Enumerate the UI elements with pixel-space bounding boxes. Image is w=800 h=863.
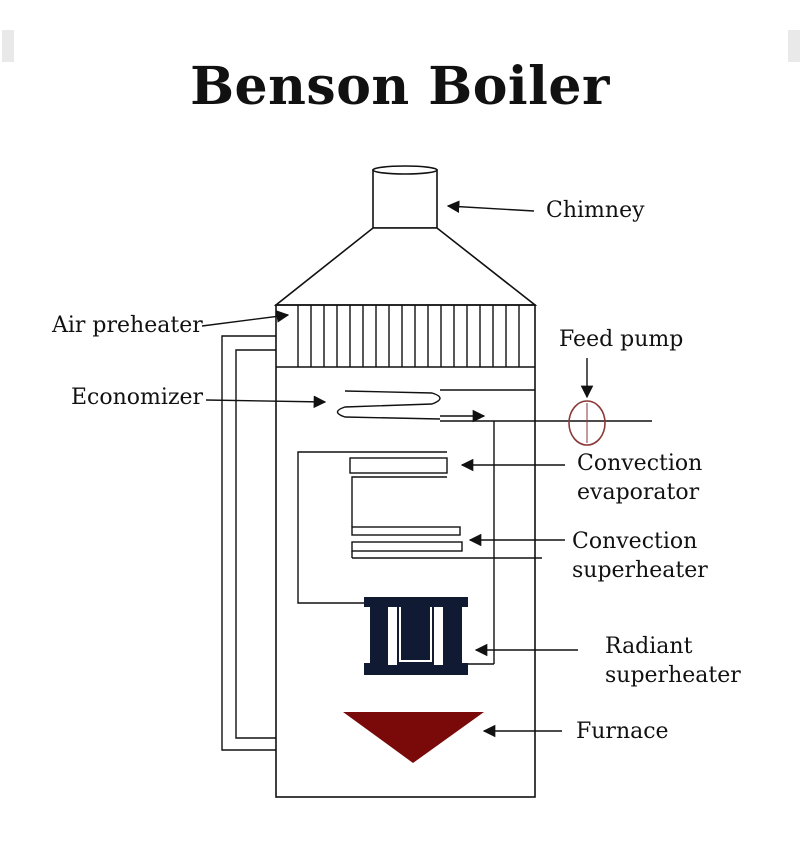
left-edge-mark (2, 30, 14, 62)
feed-pump-label: Feed pump (559, 327, 683, 352)
chimney (372, 165, 438, 229)
convection-evaporator-label-line1: Convection (577, 451, 702, 476)
boiler-hood (273, 227, 538, 306)
convection-evaporator (297, 451, 461, 604)
air-duct (221, 335, 276, 751)
chimney-label: Chimney (546, 198, 645, 223)
convection-superheater (351, 541, 542, 559)
air-preheater-label: Air preheater (51, 313, 203, 338)
chimney-arrow (446, 200, 535, 213)
convection-superheater-label-line1: Convection (572, 529, 697, 554)
radiant-superheater-label-line1: Radiant (605, 634, 693, 659)
economizer-coil (336, 389, 535, 420)
convection-evaporator-label-line2: evaporator (577, 480, 700, 505)
convection-superheater-label-line2: superheater (572, 558, 708, 583)
air-preheater-arrow (201, 310, 290, 327)
radiant-superheater-label-line2: superheater (605, 663, 741, 688)
boiler-body (275, 304, 536, 798)
page-title: Benson Boiler (190, 56, 610, 117)
radiant-superheater (364, 597, 468, 675)
feed-pump (568, 400, 606, 446)
furnace-label: Furnace (576, 719, 669, 744)
furnace-flame (343, 712, 484, 763)
air-preheater (276, 305, 535, 368)
economizer-label: Economizer (71, 385, 204, 410)
economizer-arrow (205, 395, 327, 409)
right-edge-mark (788, 30, 800, 62)
